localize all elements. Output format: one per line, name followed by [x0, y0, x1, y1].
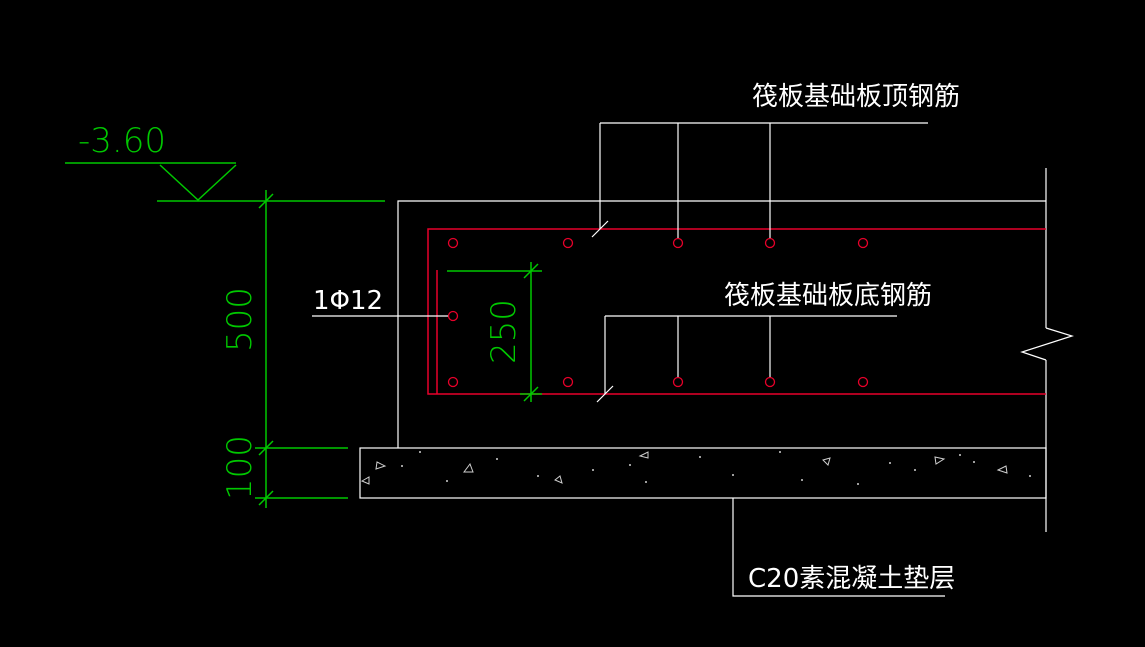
cushion-leader [732, 498, 945, 597]
cushion-thickness-value: 100 [220, 435, 260, 500]
side-rebar-dot [447, 310, 459, 322]
dimension-tick-bottom [258, 490, 274, 506]
vertical-dimension-lines [255, 190, 348, 508]
top-rebar-leader-tick [591, 220, 609, 238]
top-rebar-label: 筏板基础板顶钢筋 [752, 82, 960, 112]
cushion-label: C20素混凝土垫层 [748, 564, 955, 594]
cushion-outline [359, 447, 1047, 499]
rebar-cage [427, 228, 1046, 395]
spacing-tick-top [523, 263, 539, 279]
bottom-rebar-label: 筏板基础板底钢筋 [724, 281, 932, 311]
rebar-spacing-value: 250 [484, 299, 524, 364]
rebar-dot [447, 237, 459, 249]
break-symbol [1020, 327, 1075, 361]
slab-outline [397, 168, 1075, 532]
elevation-value: -3.60 [78, 121, 166, 161]
bottom-rebar-leader-tick [596, 385, 614, 403]
side-rebar-label: 1Φ12 [313, 286, 383, 316]
dimension-tick-top [258, 193, 274, 209]
concrete-hatch [360, 451, 1008, 485]
concrete-dots [401, 451, 1031, 485]
rebar-dot [857, 237, 869, 249]
rebar-dot [857, 376, 869, 388]
rebar-dot [447, 376, 459, 388]
rebar-dot [672, 237, 684, 249]
leader-lines [312, 122, 945, 597]
elevation-marker [65, 162, 385, 202]
cushion-layer [359, 447, 1047, 499]
rebar-dots-top [447, 237, 869, 249]
rebar-dot [562, 376, 574, 388]
slab-thickness-value: 500 [220, 287, 260, 352]
dimension-tick-mid [258, 440, 274, 456]
slab-edge [397, 200, 1046, 448]
top-rebar-line [427, 228, 1046, 395]
elevation-triangle [159, 164, 237, 202]
spacing-tick-bottom [523, 386, 539, 402]
spacing-dimension [447, 262, 542, 402]
rebar-dot [562, 237, 574, 249]
rebar-dots-bottom [447, 376, 869, 388]
rebar-dot [672, 376, 684, 388]
rebar-dot [764, 376, 776, 388]
rebar-dot [764, 237, 776, 249]
